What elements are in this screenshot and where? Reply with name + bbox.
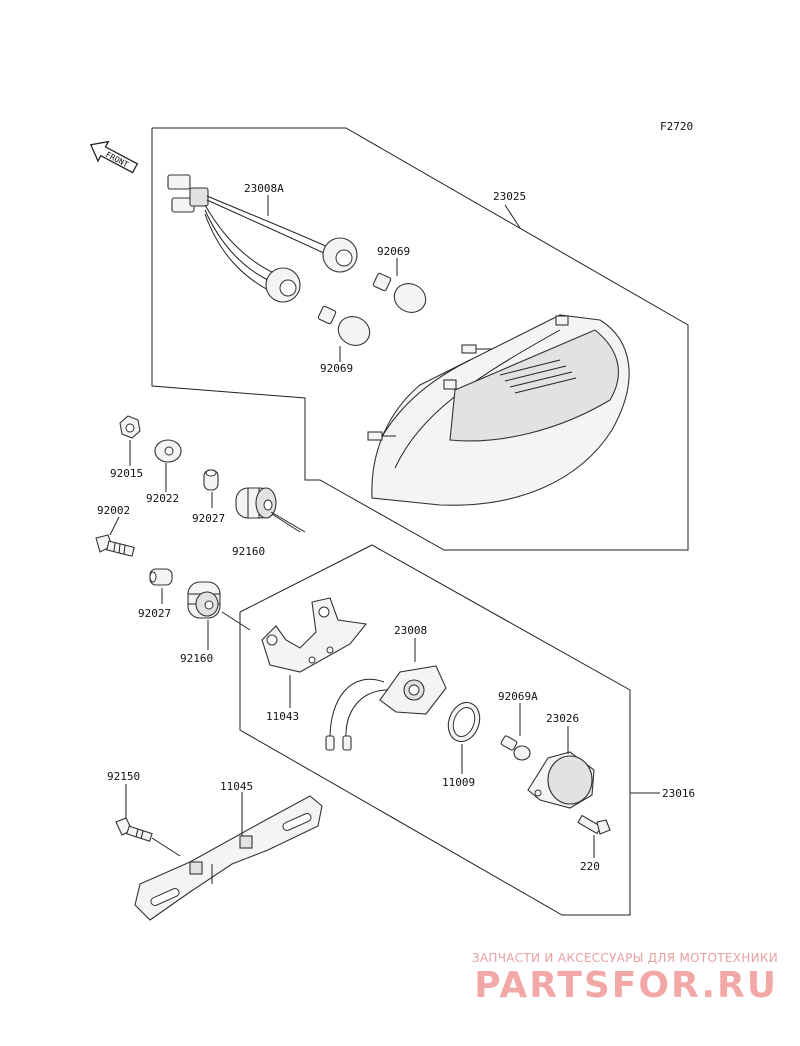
leader-grommet-upper (270, 511, 306, 533)
grommet-92160-upper (235, 487, 277, 519)
label-92160-upper: 92160 (232, 545, 265, 558)
bulb-92069-upper (372, 272, 427, 313)
leader-grommet-lower (221, 611, 251, 631)
watermark-brand: PARTSFOR.RU (474, 965, 778, 1006)
label-92022: 92022 (146, 492, 179, 505)
label-23008: 23008 (394, 624, 427, 637)
gasket-11009 (447, 701, 481, 743)
plate-bracket-11045 (134, 795, 323, 921)
bolt-92002 (95, 534, 135, 557)
label-23008a: 23008A (244, 182, 284, 195)
label-92150: 92150 (107, 770, 140, 783)
socket-23008 (325, 665, 447, 751)
label-92069-lower: 92069 (320, 362, 353, 375)
collar-92027-upper (203, 469, 219, 491)
bolt-92150 (115, 817, 153, 842)
label-23026: 23026 (546, 712, 579, 725)
label-92027-upper: 92027 (192, 512, 225, 525)
watermark: ЗАПЧАСТИ И АКСЕССУАРЫ ДЛЯ МОТОТЕХНИКИ PA… (472, 951, 778, 1006)
bulb-92069a (500, 735, 531, 761)
screw-220 (577, 814, 611, 835)
label-23016: 23016 (662, 787, 695, 800)
bulb-92069-lower (317, 305, 371, 346)
label-92015: 92015 (110, 467, 143, 480)
washer-92022 (154, 439, 182, 463)
harness-23008a (167, 174, 358, 303)
label-220: 220 (580, 860, 600, 873)
label-92160-lower: 92160 (180, 652, 213, 665)
license-lamp-group-outline (239, 544, 631, 916)
label-92027-lower: 92027 (138, 607, 171, 620)
lens-23026 (527, 751, 595, 809)
watermark-caption: ЗАПЧАСТИ И АКСЕССУАРЫ ДЛЯ МОТОТЕХНИКИ (471, 951, 778, 965)
nut-92015 (119, 415, 141, 439)
collar-92027-lower (149, 568, 173, 586)
label-92002: 92002 (97, 504, 130, 517)
leader-92150 (151, 837, 181, 857)
label-11045: 11045 (220, 780, 253, 793)
tail-lamp-group-outline (151, 127, 689, 551)
figure-code: F2720 (660, 120, 693, 133)
bracket-11043 (261, 597, 368, 673)
label-11009: 11009 (442, 776, 475, 789)
tail-lamp-housing (367, 314, 630, 506)
label-23025: 23025 (493, 190, 526, 203)
grommet-92160-lower (187, 581, 221, 619)
front-arrow-icon: FRONT (89, 140, 139, 174)
label-92069a: 92069A (498, 690, 538, 703)
label-92069-upper: 92069 (377, 245, 410, 258)
label-11043: 11043 (266, 710, 299, 723)
